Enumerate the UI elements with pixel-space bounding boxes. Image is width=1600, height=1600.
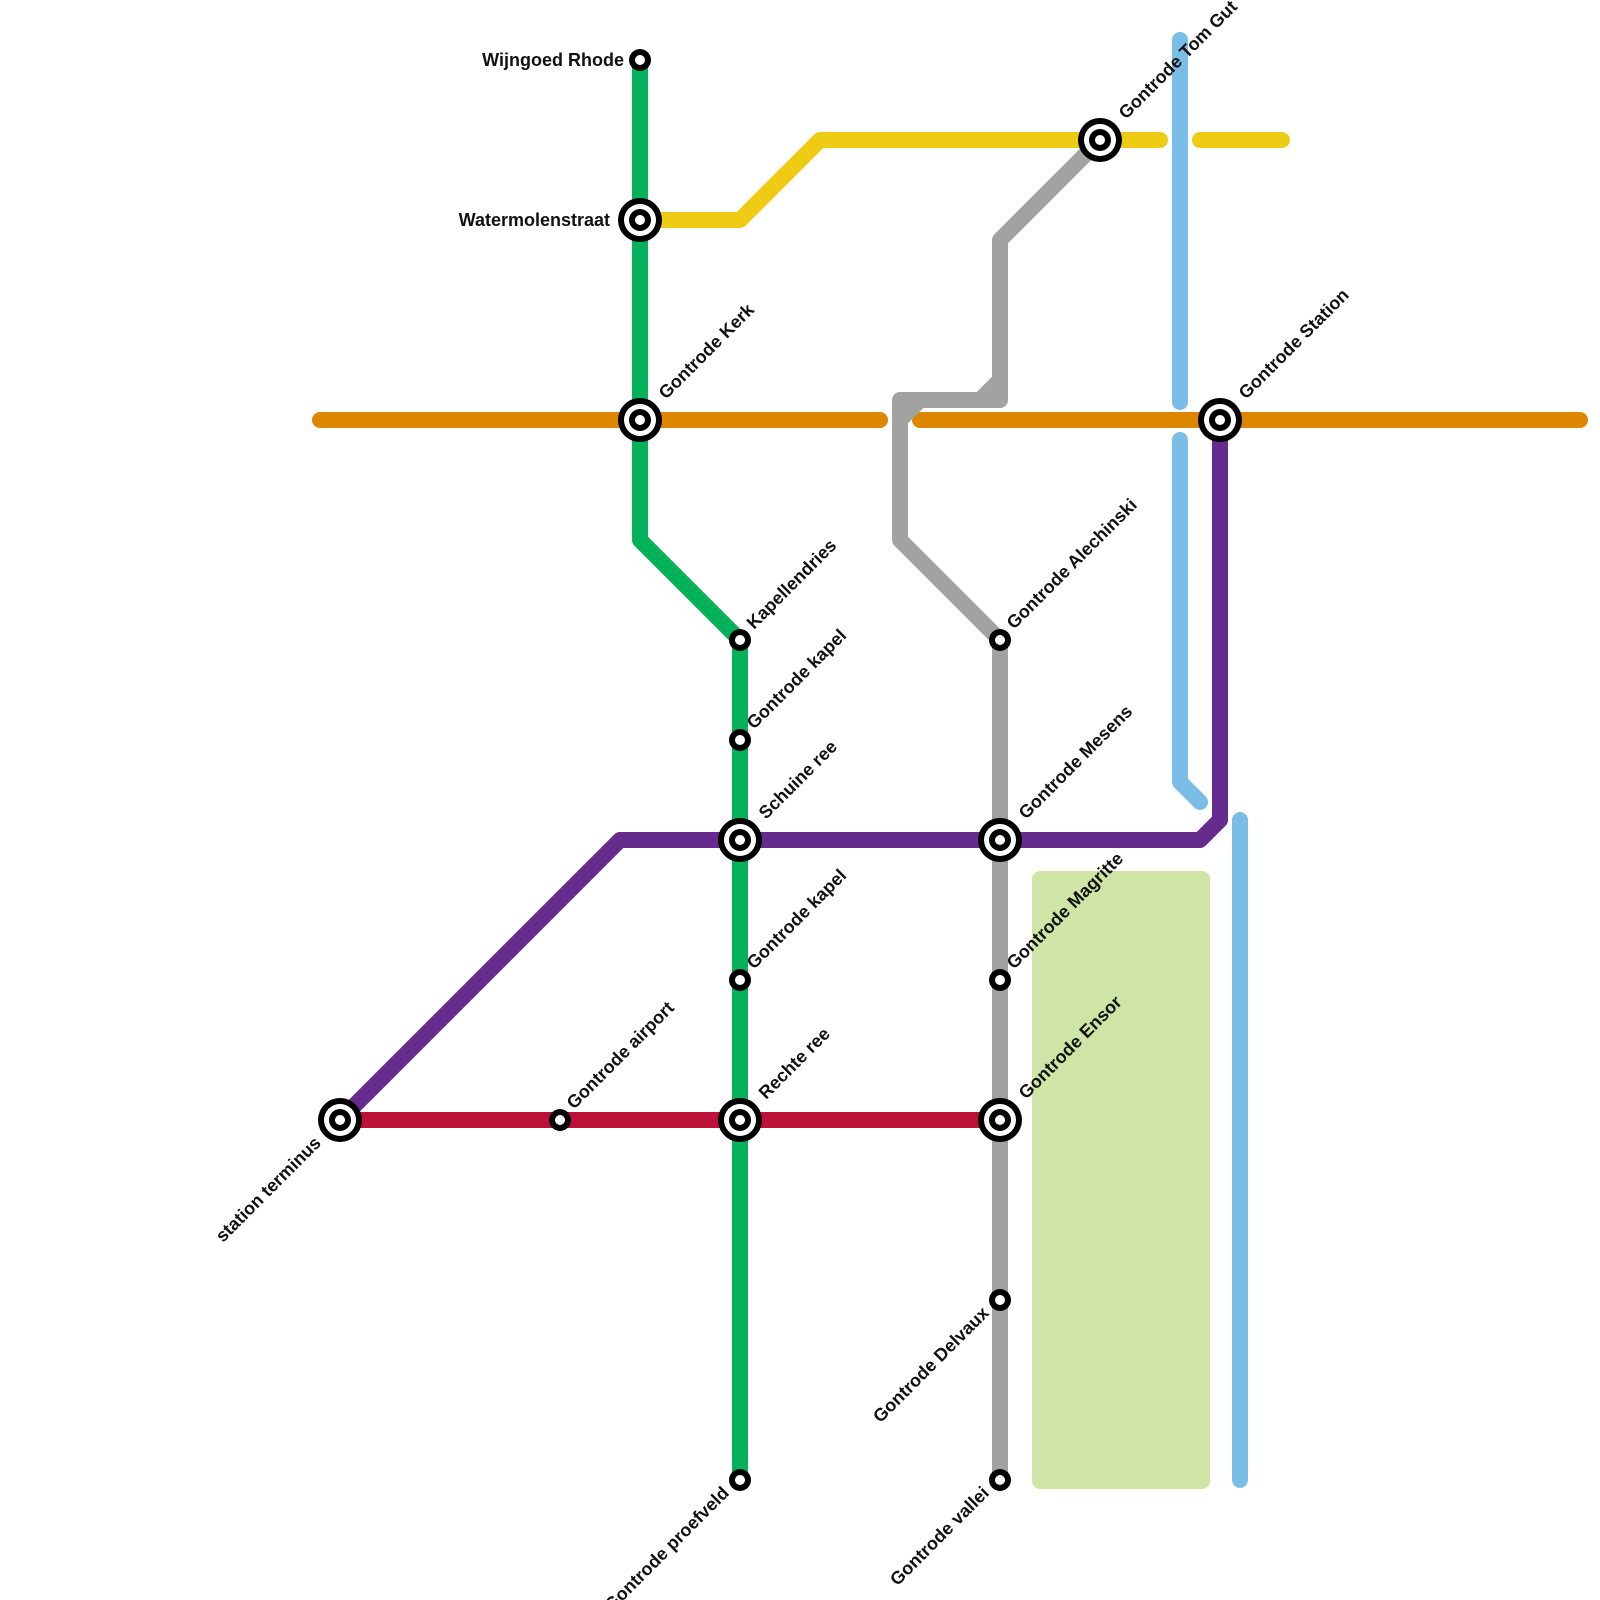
station-schuine-ree[interactable] [718, 818, 762, 862]
label-gontrode-kapel-north: Gontrode kapel [743, 625, 851, 733]
label-gontrode-airport: Gontrode airport [563, 998, 678, 1113]
station-rechte-ree[interactable] [718, 1098, 762, 1142]
label-schuine-ree: Schuine ree [755, 737, 841, 823]
label-gontrode-kapel-south: Gontrode kapel [743, 865, 851, 973]
station-gontrode-kapel-south[interactable] [729, 969, 751, 991]
label-rechte-ree: Rechte ree [755, 1024, 834, 1103]
station-gontrode-vallei[interactable] [989, 1469, 1011, 1491]
station-gontrode-kapel-north[interactable] [729, 729, 751, 751]
label-gontrode-alechinski: Gontrode Alechinski [1003, 495, 1141, 633]
label-gontrode-kerk: Gontrode Kerk [655, 299, 759, 403]
green-line[interactable] [632, 52, 748, 1488]
station-gontrode-mesens[interactable] [978, 818, 1022, 862]
station-gontrode-magritte[interactable] [989, 969, 1011, 991]
station-gontrode-proefveld[interactable] [729, 1469, 751, 1491]
station-gontrode-station[interactable] [1198, 398, 1242, 442]
station-gontrode-delvaux[interactable] [989, 1289, 1011, 1311]
station-wijngoed-rhode[interactable] [629, 49, 651, 71]
label-gontrode-mesens: Gontrode Mesens [1015, 701, 1137, 823]
label-kapellendries: Kapellendries [743, 535, 841, 633]
station-gontrode-alechinski[interactable] [989, 629, 1011, 651]
label-gontrode-vallei: Gontrode vallei [886, 1483, 993, 1590]
label-gontrode-station: Gontrode Station [1235, 285, 1353, 403]
station-gontrode-tom[interactable] [1078, 118, 1122, 162]
station-watermolenstraat[interactable] [618, 198, 662, 242]
label-wijngoed-rhode: Wijngoed Rhode [482, 50, 624, 70]
purple-line[interactable] [332, 412, 1228, 1128]
label-gontrode-delvaux: Gontrode Delvaux [869, 1303, 993, 1427]
park-area [1032, 871, 1210, 1489]
station-kapellendries[interactable] [729, 629, 751, 651]
yellow-line[interactable] [632, 132, 1290, 228]
label-gontrode-proefveld: Gontrode proefveld [601, 1483, 733, 1600]
light-blue-line[interactable] [1172, 32, 1248, 1488]
station-gontrode-airport[interactable] [549, 1109, 571, 1131]
label-watermolenstraat: Watermolenstraat [459, 210, 610, 230]
station-gontrode-kerk[interactable] [618, 398, 662, 442]
station-gontrode-ensor[interactable] [978, 1098, 1022, 1142]
station-station-terminus[interactable] [318, 1098, 362, 1142]
label-station-terminus: station terminus [212, 1133, 325, 1246]
